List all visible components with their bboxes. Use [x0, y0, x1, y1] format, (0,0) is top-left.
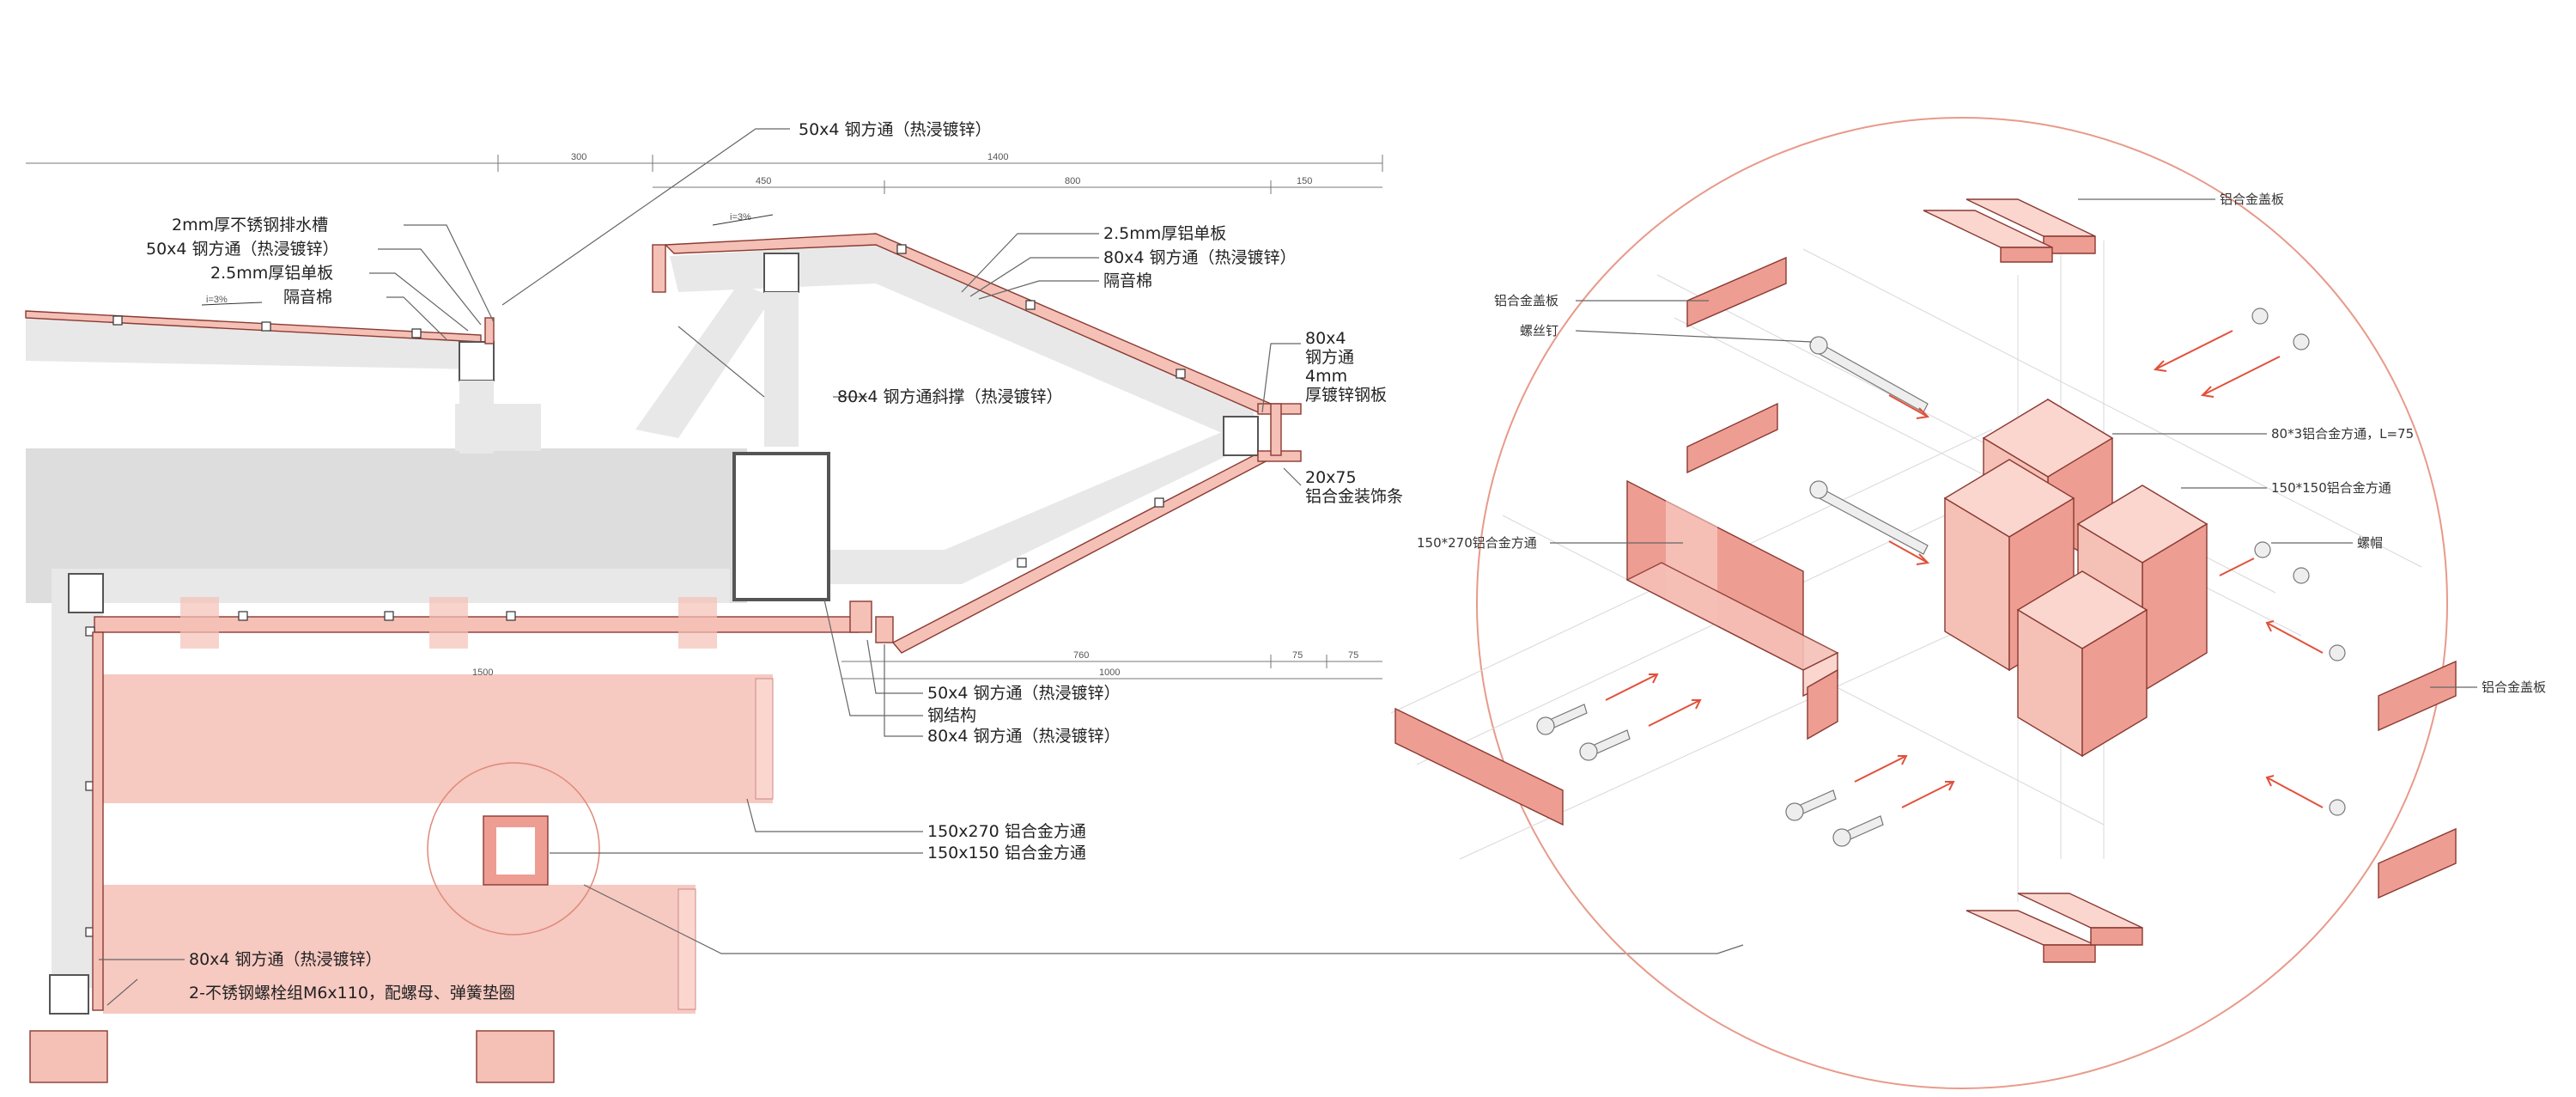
label-gutter-2mm: 2mm厚不锈钢排水槽 — [172, 216, 328, 235]
label-steel-80x4-right: 80x4 钢方通（热浸镀锌） — [1103, 248, 1297, 267]
alu-tube-150x270-part — [1625, 479, 1839, 740]
leader-lines — [99, 128, 1744, 1006]
label-bolt-group: 2-不锈钢螺栓组M6x110，配螺母、弹簧垫圈 — [189, 984, 515, 1003]
label-tip-80x4: 80x4 — [1305, 329, 1346, 348]
slope-left: i=3% — [206, 295, 228, 305]
label-alu-150x150: 150x150 铝合金方通 — [927, 844, 1086, 862]
dim-1500: 1500 — [472, 667, 493, 678]
label-steel-50x4-bottom: 50x4 钢方通（热浸镀锌） — [927, 684, 1121, 703]
label-alu-150x270: 150x270 铝合金方通 — [927, 822, 1086, 841]
alu-tube-lower-panel — [103, 885, 696, 1014]
label-steel-80x4-brace: 80x4 钢方通斜撑（热浸镀锌） — [837, 387, 1063, 406]
axon-label-cover-top-left: 铝合金盖板 — [1494, 293, 1558, 308]
dim-760: 760 — [1073, 650, 1089, 661]
cover-bar-left-mid — [1686, 402, 1778, 474]
label-tip-steel-tube: 钢方通 — [1305, 348, 1354, 367]
axon-label-alu-150x150: 150*150铝合金方通 — [2271, 480, 2391, 496]
cover-bar-bottom-left — [1394, 707, 1564, 826]
axon-label-nut: 螺帽 — [2357, 535, 2383, 551]
axon-leaders — [1550, 198, 2477, 688]
label-tip-4mm: 4mm — [1305, 367, 1347, 386]
label-steel-structure: 钢结构 — [927, 706, 976, 725]
axon-label-cover-top-right: 铝合金盖板 — [2220, 192, 2284, 207]
axon-label-screw: 螺丝钉 — [1520, 323, 1558, 338]
label-steel-80x4-bottom: 80x4 钢方通（热浸镀锌） — [927, 727, 1121, 746]
dim-75b: 75 — [1348, 650, 1358, 661]
label-insulation-left: 隔音棉 — [283, 288, 332, 307]
cover-bar-right-low — [2378, 827, 2457, 899]
dim-300: 300 — [571, 152, 586, 162]
bottom-cover-plates — [1965, 893, 2143, 963]
label-steel-50x4-top: 50x4 钢方通（热浸镀锌） — [799, 120, 992, 139]
left-roof-slab: i=3% — [25, 295, 495, 454]
right-roof-wing: i=3% — [635, 212, 1302, 654]
axon-circle — [1476, 117, 2448, 1089]
label-steel-50x4-left: 50x4 钢方通（热浸镀锌） — [146, 240, 339, 259]
steel-structure-box — [732, 452, 830, 601]
alu-tube-150x150-assembly — [1943, 398, 2208, 758]
dim-75a: 75 — [1292, 650, 1303, 661]
assembly-arrows — [1605, 330, 2324, 808]
label-alu-plate-right: 2.5mm厚铝单板 — [1103, 224, 1226, 243]
cover-bar-right — [2378, 660, 2457, 732]
label-trim-alu: 铝合金装饰条 — [1305, 487, 1403, 506]
dim-450: 450 — [756, 176, 771, 186]
section-drawing: 300 1400 450 800 150 i=3% — [25, 120, 1744, 1083]
slope-top: i=3% — [730, 212, 751, 222]
bolts-lower-left — [1536, 704, 1884, 847]
beam-underside — [52, 569, 730, 603]
nuts — [2251, 308, 2346, 816]
alu-tube-150x270-panel — [103, 674, 773, 803]
bottom-dimension-line: 760 75 75 1000 1500 — [472, 650, 1382, 680]
detail-circle — [427, 762, 600, 935]
axonometric-exploded-view: 铝合金盖板 铝合金盖板 螺丝钉 80*3铝合金方通，L=75 150*150铝合… — [1390, 117, 2546, 1089]
top-dimension-line: 300 1400 450 800 150 — [26, 152, 1383, 194]
dim-1000: 1000 — [1099, 667, 1120, 678]
axon-label-alu-150x270: 150*270铝合金方通 — [1417, 535, 1537, 551]
axon-label-alu-80x3: 80*3铝合金方通，L=75 — [2271, 426, 2414, 442]
dim-1400: 1400 — [987, 152, 1008, 162]
screws — [1809, 336, 1929, 555]
label-tip-galv-plate: 厚镀锌钢板 — [1305, 386, 1387, 405]
label-steel-80x4-lower: 80x4 钢方通（热浸镀锌） — [189, 950, 382, 969]
label-alu-plate-left: 2.5mm厚铝单板 — [210, 264, 333, 283]
label-trim-20x75: 20x75 — [1305, 468, 1357, 487]
connector-clips — [85, 244, 1186, 937]
label-insulation-right: 隔音棉 — [1103, 271, 1152, 290]
axon-label-cover-right: 铝合金盖板 — [2482, 680, 2546, 695]
dim-800: 800 — [1065, 176, 1080, 186]
top-cover-plates — [1923, 198, 2096, 263]
cover-bar-left-top — [1686, 256, 1787, 328]
dim-150: 150 — [1297, 176, 1312, 186]
